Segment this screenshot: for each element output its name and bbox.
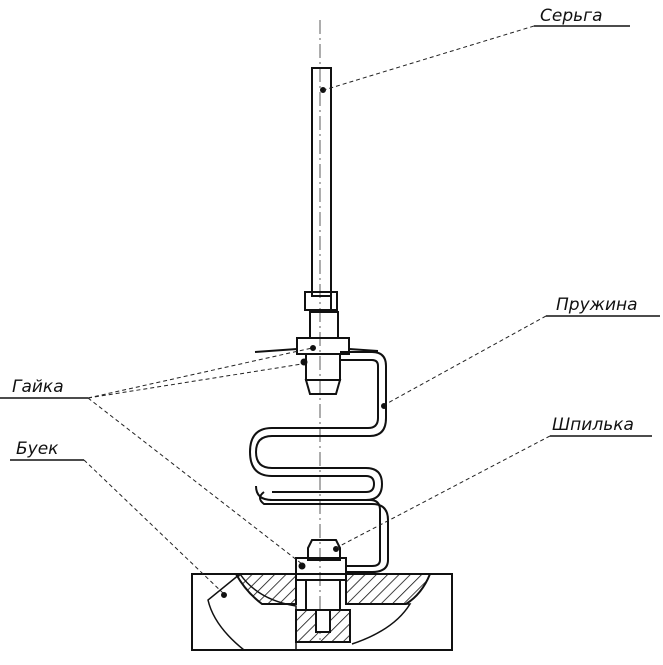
label-serga: Серьга [540, 6, 603, 26]
label-underlines [0, 25, 660, 461]
label-shpilka: Шпилька [552, 415, 634, 435]
leader-lines [83, 25, 551, 595]
upper-nut [254, 311, 379, 395]
serga-rod [304, 67, 338, 311]
label-buek: Буек [16, 439, 59, 459]
label-gayka: Гайка [12, 377, 64, 397]
label-pruzhina: Пружина [556, 295, 638, 315]
buoy [191, 572, 453, 651]
spring [248, 351, 389, 573]
stud-and-lower-nut [295, 539, 347, 611]
